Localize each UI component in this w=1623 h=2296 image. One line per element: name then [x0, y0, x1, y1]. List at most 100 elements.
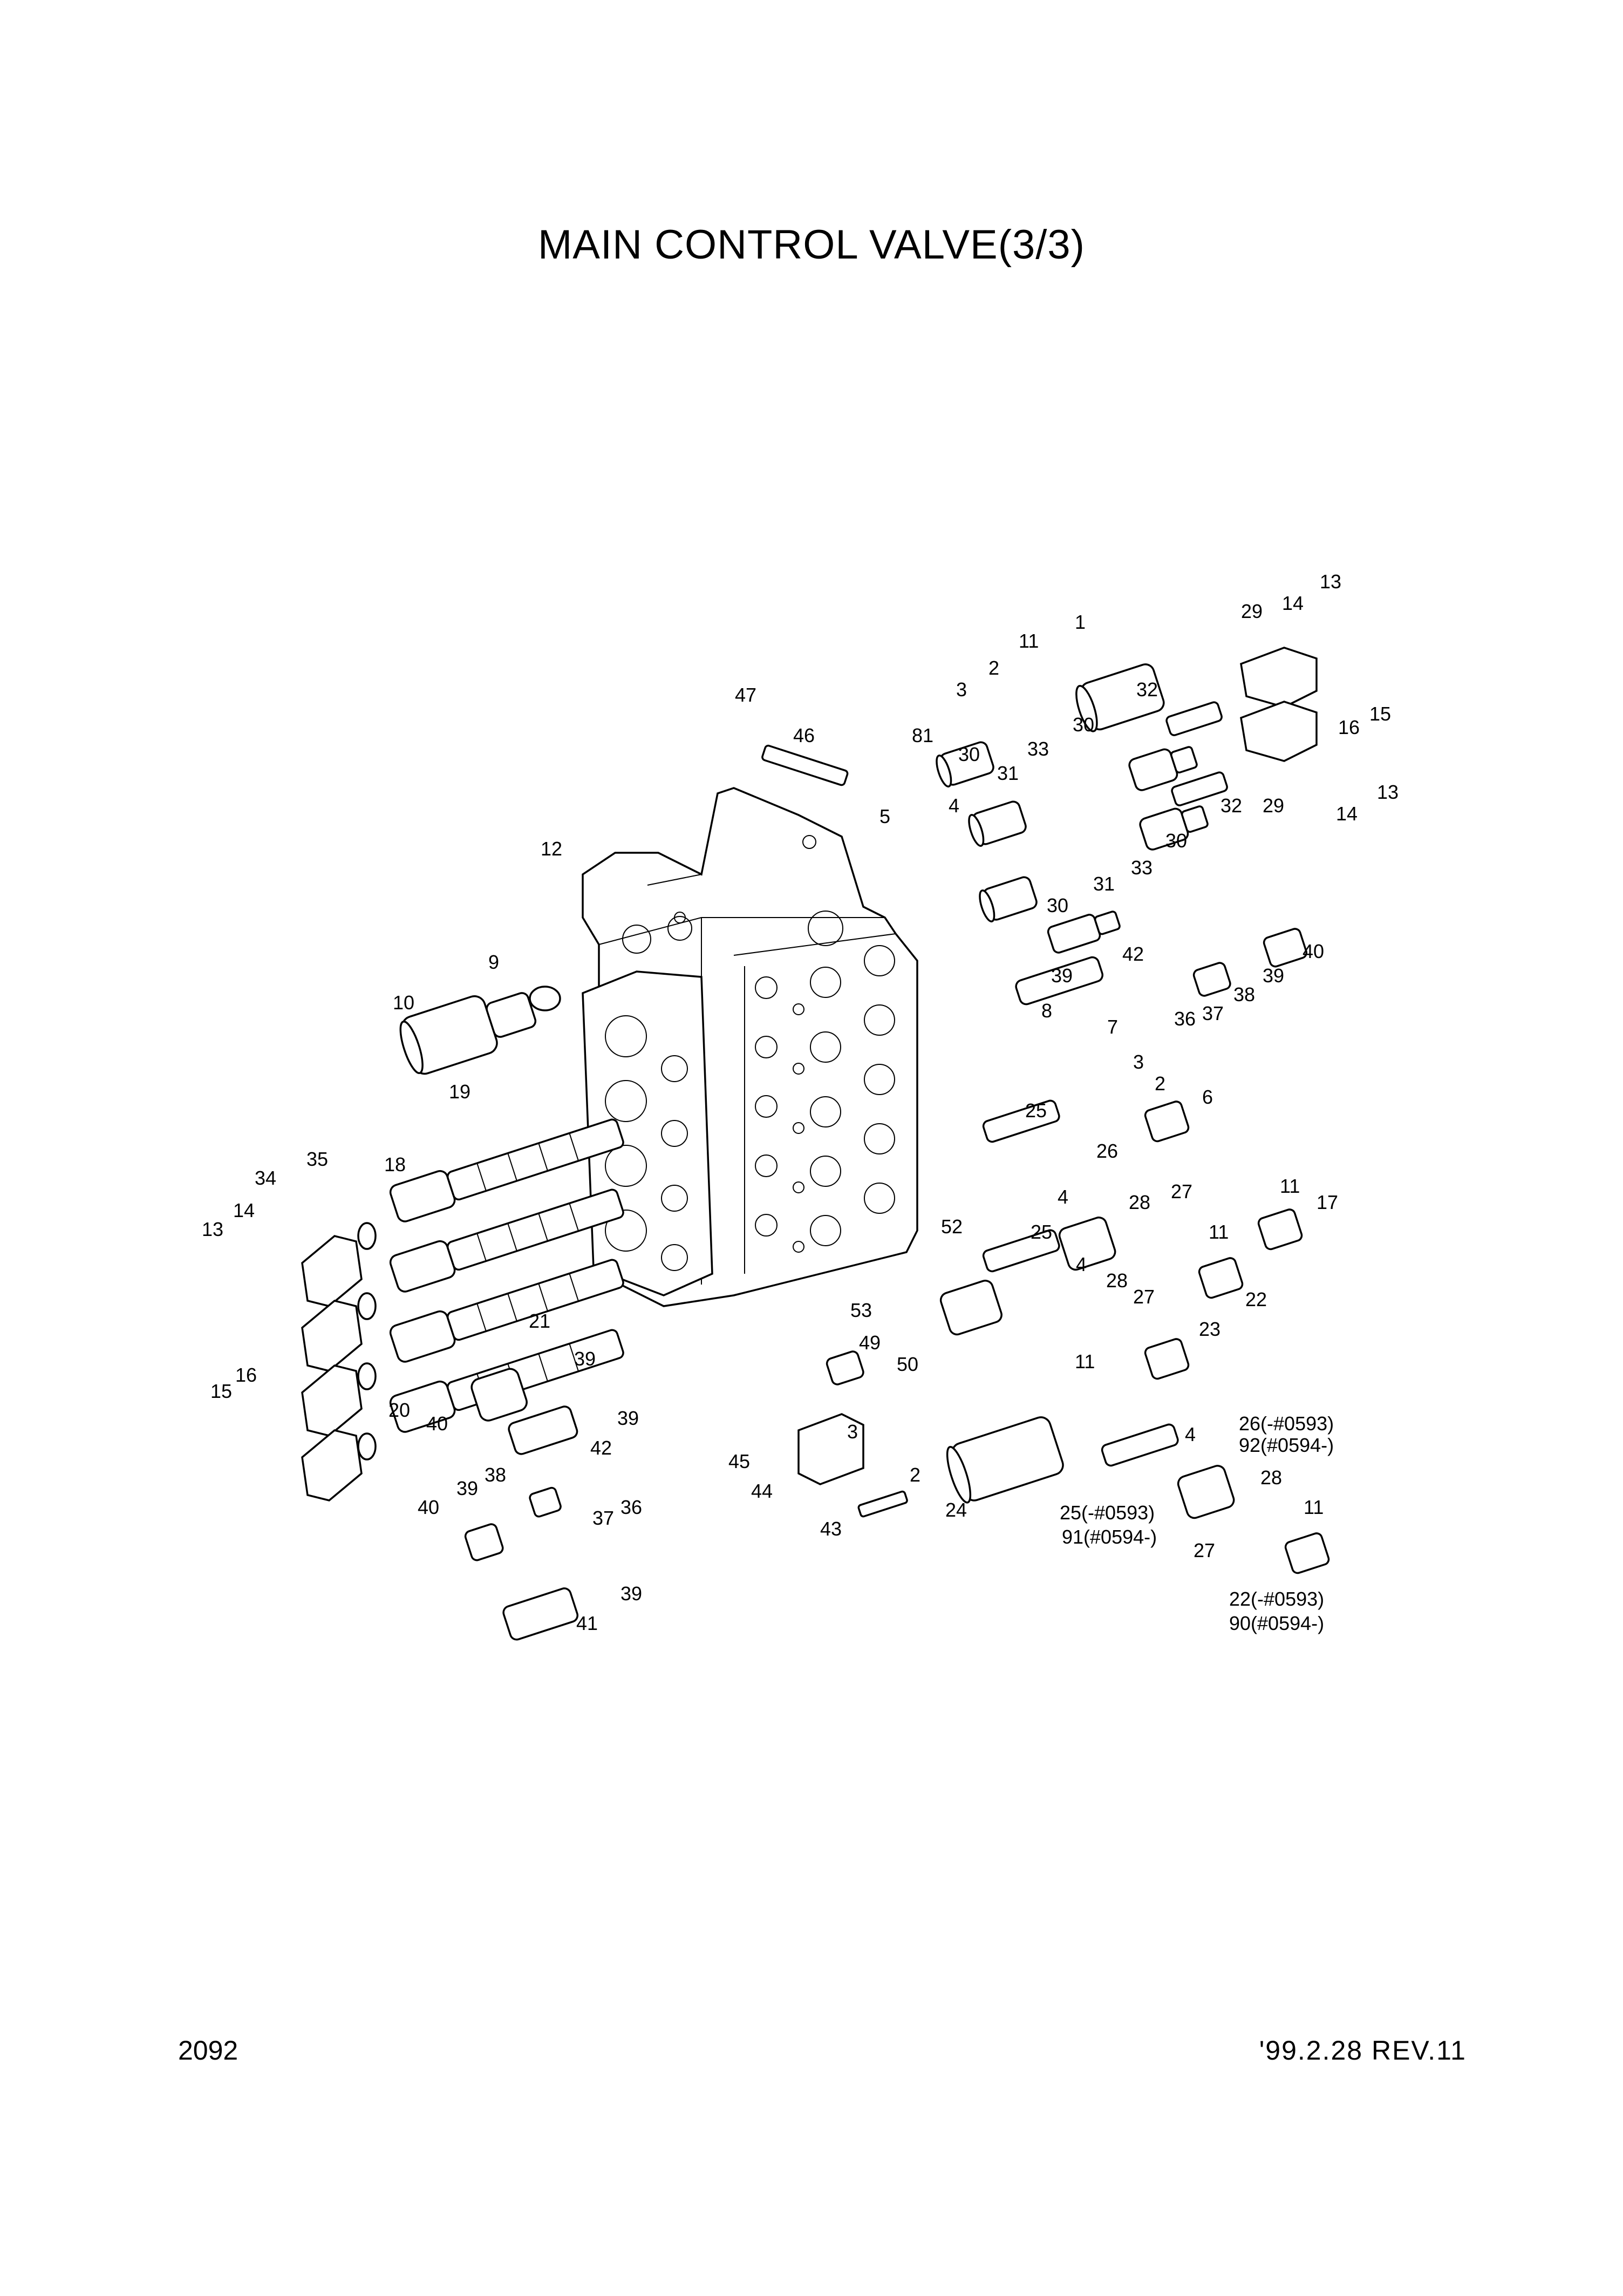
callout-label: 33	[1027, 738, 1049, 760]
callout-label: 2	[910, 1464, 920, 1486]
callout-label: 10	[393, 991, 414, 1014]
callout-label: 11	[1209, 1221, 1229, 1243]
callout-label: 3	[1133, 1051, 1144, 1073]
callout-label: 13	[202, 1218, 223, 1240]
callout-label: 39	[617, 1407, 639, 1429]
callout-label: 53	[850, 1299, 872, 1321]
callout-label: 90(#0594-)	[1229, 1612, 1324, 1634]
callout-label: 11	[1304, 1496, 1324, 1518]
callout-label: 39	[1051, 964, 1073, 987]
callout-label: 23	[1199, 1318, 1220, 1340]
callout-label: 4	[1185, 1423, 1196, 1445]
callout-label: 46	[793, 724, 815, 746]
callout-label: 44	[751, 1480, 773, 1502]
callout-label: 38	[485, 1464, 506, 1486]
callout-label: 32	[1220, 794, 1242, 817]
callout-label: 4	[1076, 1253, 1087, 1275]
callout-label: 3	[847, 1421, 858, 1443]
callout-label: 39	[1263, 964, 1284, 987]
callout-label: 29	[1263, 794, 1284, 817]
callout-label: 45	[728, 1450, 750, 1472]
callout-label: 18	[384, 1153, 406, 1176]
callout-label: 50	[897, 1353, 918, 1375]
callout-label: 29	[1241, 600, 1263, 622]
callout-label: 5	[879, 805, 890, 827]
cover-plates	[301, 1235, 363, 1502]
callout-label: 7	[1107, 1016, 1118, 1038]
callout-label: 81	[912, 724, 933, 746]
callout-label: 43	[820, 1518, 842, 1540]
callout-label: 19	[449, 1081, 470, 1103]
callout-label: 2	[988, 657, 999, 679]
callout-label: 27	[1194, 1539, 1215, 1561]
callout-label: 13	[1377, 781, 1399, 803]
callout-label: 37	[1202, 1002, 1224, 1024]
page-number: 2092	[178, 2035, 238, 2066]
callout-labels: 1 11 2 3 47 46 81 30 31 33 4 5 32 30 32 …	[202, 570, 1399, 1634]
callout-label: 40	[426, 1412, 448, 1435]
callout-label: 22	[1245, 1288, 1267, 1310]
callout-label: 30	[1047, 894, 1068, 916]
callout-label: 32	[1136, 678, 1158, 701]
callout-label: 16	[235, 1364, 257, 1386]
callout-label: 16	[1338, 716, 1360, 738]
callout-label: 4	[949, 794, 959, 817]
callout-label: 36	[1174, 1008, 1196, 1030]
callout-label: 28	[1129, 1191, 1150, 1213]
callout-label: 15	[210, 1380, 232, 1402]
callout-label: 13	[1320, 570, 1341, 593]
callout-label: 15	[1369, 703, 1391, 725]
callout-label: 41	[576, 1612, 598, 1634]
callout-label: 40	[418, 1496, 439, 1518]
callout-label: 27	[1133, 1286, 1155, 1308]
callout-label: 92(#0594-)	[1239, 1434, 1334, 1456]
callout-label: 21	[529, 1310, 550, 1332]
callout-label: 52	[941, 1215, 963, 1238]
callout-label: 12	[541, 838, 562, 860]
callout-label: 38	[1233, 983, 1255, 1006]
right-parts	[939, 928, 1330, 1574]
revision-label: '99.2.28 REV.11	[1259, 2035, 1467, 2066]
callout-label: 31	[997, 762, 1019, 784]
callout-label: 22(-#0593)	[1229, 1588, 1324, 1610]
callout-label: 25	[1025, 1099, 1047, 1122]
callout-label: 91(#0594-)	[1062, 1526, 1157, 1548]
callout-label: 30	[1165, 830, 1187, 852]
plug-part-10	[399, 992, 537, 1075]
lower-left-parts	[464, 744, 908, 1641]
callout-label: 27	[1171, 1180, 1192, 1203]
callout-label: 8	[1041, 1000, 1052, 1022]
callout-label: 11	[1075, 1350, 1095, 1373]
page-title: MAIN CONTROL VALVE(3/3)	[537, 222, 1085, 268]
callout-label: 49	[859, 1332, 881, 1354]
callout-label: 34	[255, 1167, 276, 1189]
callout-label: 36	[620, 1496, 642, 1518]
callout-label: 9	[488, 951, 499, 973]
callout-label: 28	[1106, 1269, 1128, 1292]
callout-label: 30	[958, 743, 980, 765]
o-rings-left	[357, 986, 561, 1461]
valve-body	[582, 787, 918, 1307]
callout-label: 37	[592, 1507, 614, 1529]
callout-label: 35	[306, 1148, 328, 1170]
callout-label: 26	[1096, 1140, 1118, 1162]
callout-label: 33	[1131, 857, 1153, 879]
callout-label: 28	[1260, 1466, 1282, 1489]
callout-label: 4	[1058, 1186, 1068, 1208]
callout-label: 20	[388, 1399, 410, 1421]
callout-label: 25	[1031, 1221, 1052, 1243]
callout-label: 1	[1075, 611, 1086, 633]
callout-label: 25(-#0593)	[1060, 1502, 1155, 1524]
callout-label: 3	[956, 678, 967, 701]
callout-label: 26(-#0593)	[1239, 1412, 1334, 1435]
callout-label: 30	[1073, 714, 1094, 736]
callout-label: 42	[590, 1437, 612, 1459]
callout-label: 39	[574, 1348, 596, 1370]
callout-label: 14	[1336, 803, 1358, 825]
callout-label: 31	[1093, 873, 1115, 895]
callout-label: 40	[1303, 940, 1324, 962]
callout-label: 14	[1282, 592, 1304, 614]
callout-label: 14	[233, 1199, 255, 1221]
callout-label: 47	[735, 684, 756, 706]
